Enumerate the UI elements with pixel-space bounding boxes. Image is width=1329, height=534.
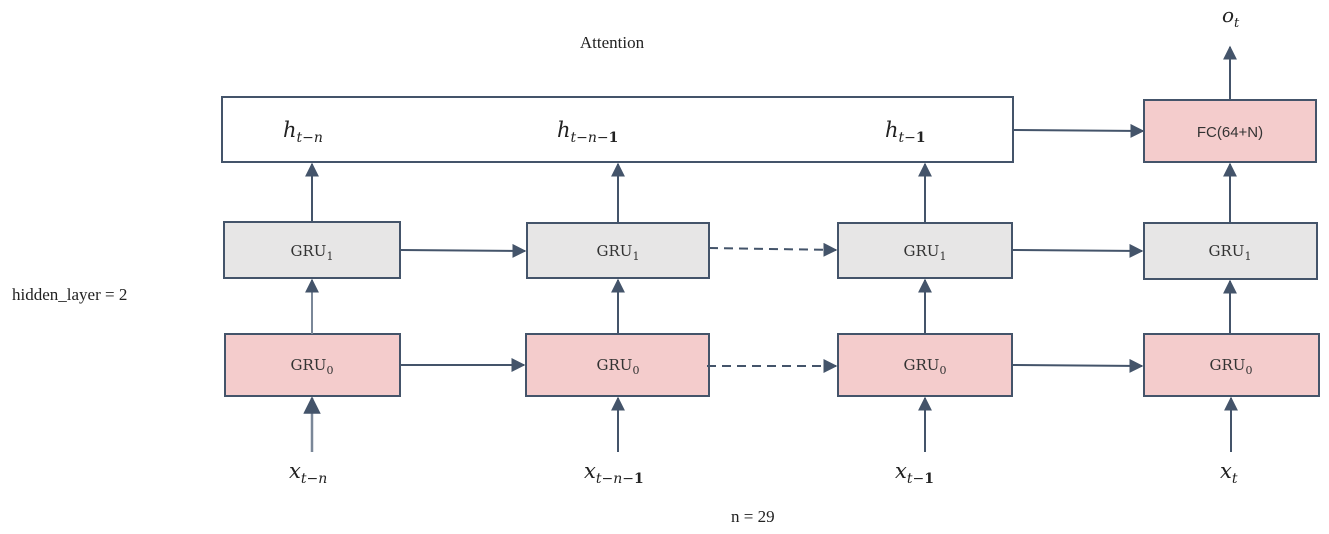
fc-box [1143, 99, 1317, 163]
gru1-cell: GRU1 [526, 222, 710, 279]
svg-text:ht−n−1: ht−n−1 [557, 118, 618, 146]
attention-to-fc-arrow [1012, 123, 1145, 138]
input-label: xt [1220, 459, 1238, 487]
svg-text:GRU1: GRU1 [597, 242, 640, 263]
gru0-cell: GRU0 [1143, 333, 1320, 397]
state-sub-tail: 1 [609, 130, 619, 146]
svg-text:GRU1: GRU1 [904, 242, 947, 263]
output-label: ot [1222, 3, 1240, 31]
gru0-link-arrow [1011, 358, 1144, 373]
gru1-cell: GRU1 [223, 221, 401, 279]
svg-text:ht−1: ht−1 [885, 118, 926, 146]
attention-box [221, 96, 1014, 163]
output-sub: t [1234, 16, 1240, 31]
sequence-length-label: n = 29 [731, 507, 775, 526]
state-sub: t−n− [571, 130, 609, 146]
gru1-link-arrow [399, 243, 527, 258]
attention-state: ht−n−1 [557, 118, 618, 146]
svg-text:GRU1: GRU1 [1209, 242, 1252, 263]
output-base: o [1222, 3, 1234, 27]
fc-label: FC(64+N) [1197, 124, 1263, 141]
gru0-cell: GRU0 [837, 333, 1013, 397]
state-sub: t−n [297, 130, 323, 146]
state-sub: t− [899, 130, 916, 146]
attention-title: Attention [580, 33, 645, 52]
svg-text:GRU0: GRU0 [291, 356, 334, 377]
svg-text:GRU0: GRU0 [597, 356, 640, 377]
attention-state: ht−n [283, 118, 323, 146]
hidden-layer-label: hidden_layer = 2 [12, 285, 127, 304]
attention-state: ht−1 [885, 118, 926, 146]
state-sub-tail: 1 [916, 130, 926, 146]
gru1-link-dashed-arrow [708, 242, 838, 257]
input-label: xt−n−1 [584, 459, 644, 487]
gru0-cell: GRU0 [525, 333, 710, 397]
input-label: xt−1 [895, 459, 934, 487]
gru0-cell: GRU0 [224, 333, 401, 397]
svg-text:ht−n: ht−n [283, 118, 323, 146]
gru1-cell: GRU1 [837, 222, 1013, 279]
state-base: h [557, 118, 571, 142]
gru1-cell: GRU1 [1143, 222, 1318, 280]
input-label: xt−n [289, 459, 327, 487]
svg-text:GRU1: GRU1 [291, 242, 334, 263]
svg-text:GRU0: GRU0 [1210, 356, 1253, 377]
svg-text:GRU0: GRU0 [904, 356, 947, 377]
gru1-link-arrow [1011, 243, 1144, 258]
state-base: h [885, 118, 899, 142]
state-base: h [283, 118, 297, 142]
